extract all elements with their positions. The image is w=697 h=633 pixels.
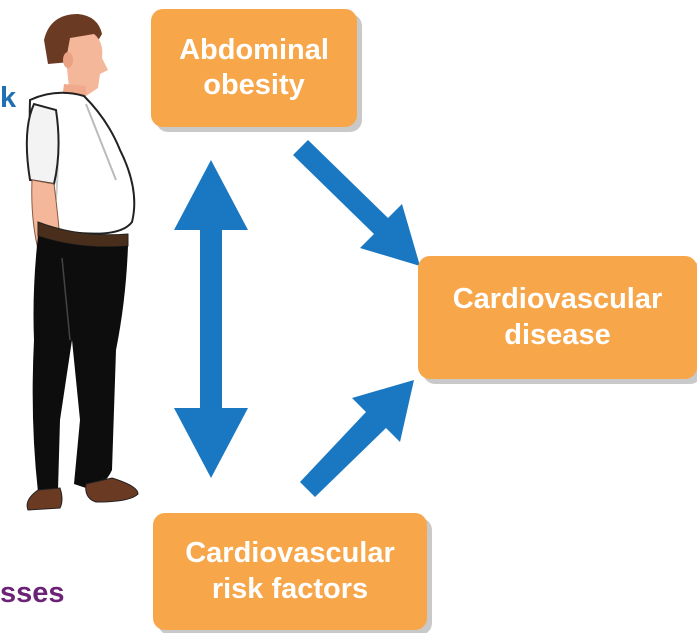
cropped-text-top: k (0, 82, 16, 115)
box-label-line1: Abdominal (179, 33, 329, 68)
cardiovascular-risk-factors-box: Cardiovascular risk factors (153, 513, 427, 630)
box-label-line1: Cardiovascular (185, 536, 395, 571)
double-arrow-icon (174, 160, 248, 478)
cardiovascular-disease-box: Cardiovascular disease (418, 256, 697, 379)
arrow-risk-to-disease-icon (300, 380, 414, 497)
cropped-text-bottom: sses (0, 577, 65, 610)
arrow-to-disease-icon (293, 140, 420, 266)
box-label-line2: disease (453, 318, 663, 353)
box-label-line2: risk factors (185, 572, 395, 607)
box-label-line1: Cardiovascular (453, 282, 663, 317)
abdominal-obesity-box: Abdominal obesity (151, 9, 357, 127)
box-label-line2: obesity (179, 68, 329, 103)
